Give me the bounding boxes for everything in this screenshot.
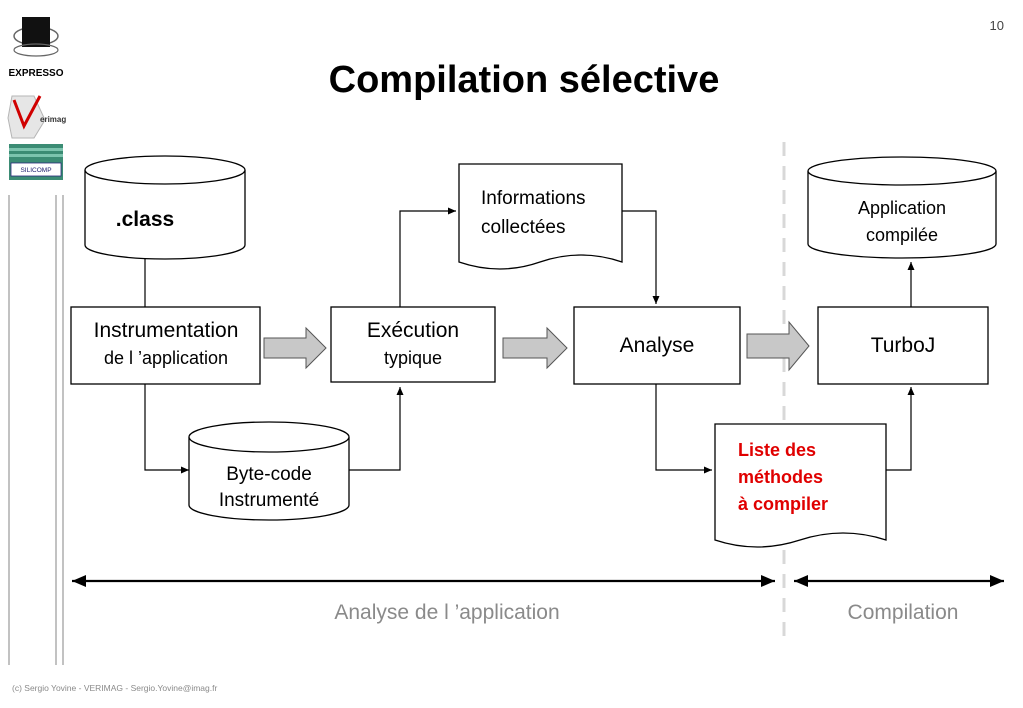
footer-copyright: (c) Sergio Yovine - VERIMAG - Sergio.Yov… [12, 683, 217, 693]
slide-title: Compilation sélective [329, 59, 720, 101]
page-number: 10 [990, 18, 1004, 33]
class-database-label: .class [116, 208, 174, 231]
phase-label-analyse: Analyse de l ’application [334, 601, 559, 624]
turboj-label: TurboJ [871, 334, 936, 357]
expresso-logo-text: EXPRESSO [8, 68, 63, 79]
verimag-logo: erimag [7, 95, 66, 139]
left-margin-lines [8, 195, 64, 665]
bytecode-database: Byte-code Instrumenté [188, 421, 350, 521]
bytecode-database-label-line1: Byte-code [226, 464, 312, 485]
connector-instrumentation-bytecode [144, 384, 189, 474]
informations-label-line1: Informations [481, 188, 586, 209]
silicomp-logo: SILICOMP [9, 144, 63, 180]
turboj-box: TurboJ [817, 306, 989, 385]
informations-document: Informations collectées [458, 163, 623, 270]
connector-execution-informations [399, 207, 456, 307]
block-arrow-analyse-turboj [746, 320, 810, 372]
silicomp-logo-text: SILICOMP [20, 167, 51, 174]
instrumentation-label-line2: de l ’application [104, 348, 228, 368]
instrumentation-box: Instrumentation de l ’application [70, 306, 261, 385]
block-arrow-execution-analyse [502, 326, 568, 370]
application-label-line2: compilée [866, 225, 938, 245]
application-database: Application compilée [807, 156, 997, 259]
block-arrow-instrumentation-execution [263, 326, 327, 370]
liste-label-line3: à compiler [738, 494, 828, 514]
liste-label-line1: Liste des [738, 440, 816, 460]
analyse-label: Analyse [620, 334, 695, 357]
connector-liste-turboj [886, 387, 915, 471]
instrumentation-label-line1: Instrumentation [94, 319, 239, 342]
connectors [144, 207, 915, 474]
informations-label-line2: collectées [481, 217, 566, 238]
analyse-box: Analyse [573, 306, 741, 385]
connector-bytecode-execution [349, 387, 404, 471]
execution-label-line2: typique [384, 348, 442, 368]
bytecode-database-label-line2: Instrumenté [219, 490, 319, 511]
block-arrows [263, 320, 810, 372]
verimag-logo-text: erimag [40, 115, 66, 124]
connector-informations-analyse [622, 210, 660, 304]
application-label-line1: Application [858, 198, 946, 218]
liste-label-line2: méthodes [738, 467, 823, 487]
class-database: .class [84, 155, 246, 260]
liste-methodes-document: Liste des méthodes à compiler [714, 423, 887, 548]
phase-label-compilation: Compilation [848, 601, 959, 624]
execution-label-line1: Exécution [367, 319, 459, 342]
execution-box: Exécution typique [330, 306, 496, 383]
expresso-logo: EXPRESSO [8, 17, 64, 79]
connector-analyse-liste [655, 384, 712, 474]
